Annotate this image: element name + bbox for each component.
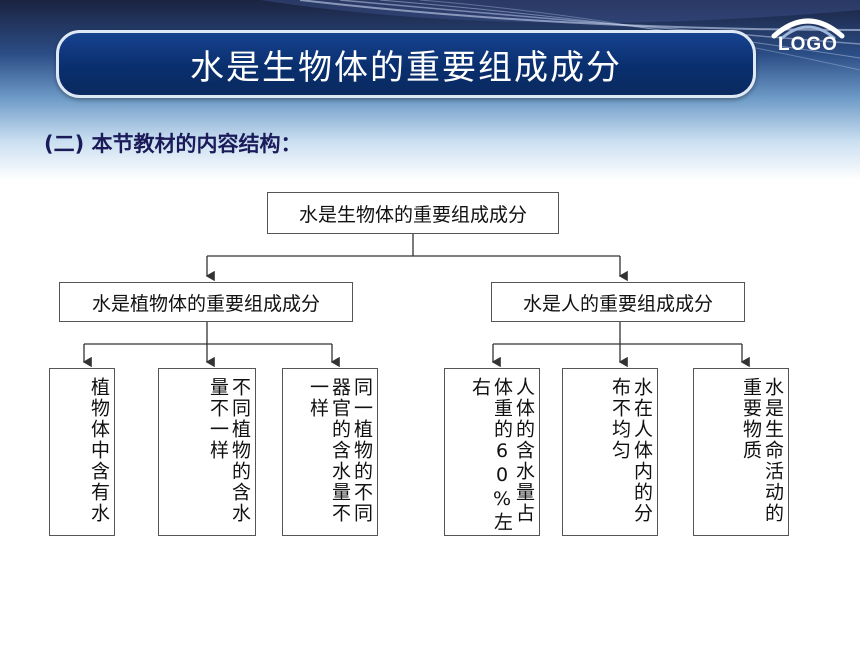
tree-leaf-left-1: 植物体中含有水 [49, 368, 115, 536]
tree-leaf-text: 水是生命活动的重要物质 [740, 377, 784, 524]
tree-leaf-text: 不同植物的含水量不一样 [207, 377, 251, 524]
title-bar: 水是生物体的重要组成成分 [56, 30, 756, 98]
tree-leaf-text: 人体的含水量占体重的60%左右 [469, 377, 535, 533]
page-title: 水是生物体的重要组成成分 [190, 47, 622, 88]
tree-right-branch: 水是人的重要组成成分 [491, 282, 745, 322]
logo: LOGO [768, 10, 848, 62]
logo-text: LOGO [778, 34, 838, 55]
section-subtitle: (二) 本节教材的内容结构： [44, 132, 302, 156]
logo-arc-icon [771, 18, 845, 40]
tree-leaf-left-2: 不同植物的含水量不一样 [158, 368, 256, 536]
tree-leaf-right-2: 水在人体内的分布不均匀 [562, 368, 658, 536]
tree-left-branch: 水是植物体的重要组成成分 [59, 282, 353, 322]
tree-leaf-left-3: 同一植物的不同器官的含水量不一样 [282, 368, 378, 536]
tree-leaf-text: 植物体中含有水 [88, 377, 110, 524]
tree-leaf-right-3: 水是生命活动的重要物质 [693, 368, 789, 536]
tree-leaf-right-1: 人体的含水量占体重的60%左右 [444, 368, 540, 536]
tree-leaf-text: 水在人体内的分布不均匀 [609, 377, 653, 524]
tree-root: 水是生物体的重要组成成分 [267, 192, 559, 234]
tree-leaf-text: 同一植物的不同器官的含水量不一样 [307, 377, 373, 524]
